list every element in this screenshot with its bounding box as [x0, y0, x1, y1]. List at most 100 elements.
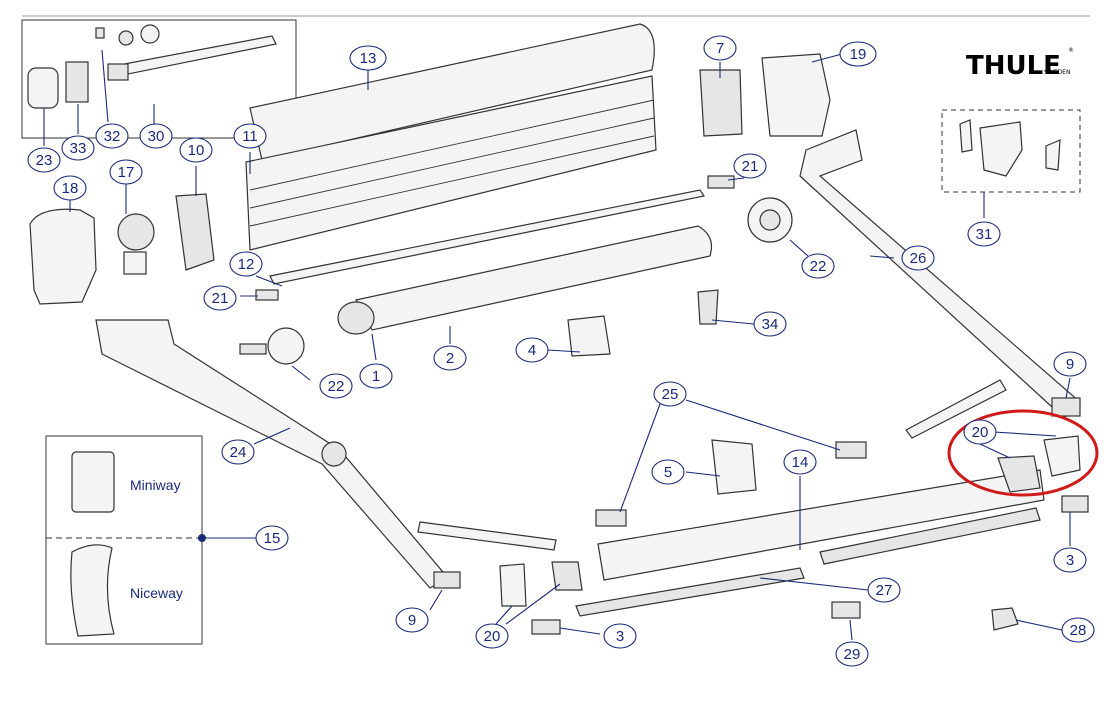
- callout-20-left: 20: [475, 623, 509, 649]
- part-25-clip-left: [595, 509, 627, 527]
- part-3-clamp-left: [531, 619, 561, 635]
- svg-text:21: 21: [742, 158, 759, 175]
- kit-box-31: [941, 109, 1081, 193]
- remote-niceway-label: Niceway: [130, 585, 183, 601]
- part-34-clip: [697, 289, 719, 325]
- svg-text:24: 24: [230, 444, 247, 461]
- svg-text:34: 34: [762, 316, 779, 333]
- callout-24: 24: [221, 439, 255, 465]
- part-13-cover: [249, 23, 655, 161]
- svg-text:14: 14: [792, 454, 809, 471]
- callout-12: 12: [229, 251, 263, 277]
- svg-text:THULE: THULE: [966, 51, 1061, 81]
- part-21-clip-right: [707, 175, 735, 189]
- callout-22-left: 22: [319, 373, 353, 399]
- svg-text:26: 26: [910, 250, 927, 267]
- svg-text:10: 10: [188, 142, 205, 159]
- part-27-rail-right: [819, 507, 1041, 565]
- callout-2: 2: [433, 345, 467, 371]
- part-22-roller-right: [747, 197, 793, 243]
- callout-34: 34: [753, 311, 787, 337]
- callout-25: 25: [653, 381, 687, 407]
- callout-31: 31: [967, 221, 1001, 247]
- part-18-endcap: [29, 208, 97, 305]
- part-22-motor-left: [239, 327, 305, 365]
- part-12-strip: [269, 189, 705, 285]
- part-7-bracket: [699, 69, 743, 137]
- svg-text:27: 27: [876, 582, 893, 599]
- part-19-cap: [761, 53, 831, 137]
- remote-miniway: [71, 451, 115, 513]
- arm-strut-right: [905, 379, 1007, 439]
- svg-text:23: 23: [36, 152, 53, 169]
- svg-text:13: 13: [360, 50, 377, 67]
- part-5-bracket: [711, 439, 757, 495]
- remote-box: [45, 435, 203, 645]
- svg-text:5: 5: [664, 464, 672, 481]
- callout-32: 32: [95, 123, 129, 149]
- part-25-clip-right: [835, 441, 867, 459]
- callout-19: 19: [839, 41, 877, 67]
- part-4-bracket: [567, 315, 611, 357]
- arm-strut-left: [417, 521, 557, 551]
- svg-text:9: 9: [1066, 356, 1074, 373]
- callout-33: 33: [61, 135, 95, 161]
- kit-parts-31: [959, 119, 1061, 177]
- callout-9-left: 9: [395, 607, 429, 633]
- svg-text:SWEDEN: SWEDEN: [1044, 69, 1070, 76]
- svg-text:28: 28: [1070, 622, 1087, 639]
- callout-21-right: 21: [733, 153, 767, 179]
- callout-20-right: 20: [963, 419, 997, 445]
- callout-15: 15: [255, 525, 289, 551]
- part-20-cap-right: [1043, 435, 1081, 477]
- svg-text:20: 20: [972, 424, 989, 441]
- callout-27: 27: [867, 577, 901, 603]
- part-3-clamp-right: [1061, 495, 1089, 513]
- callout-17: 17: [109, 159, 143, 185]
- callout-28: 28: [1061, 617, 1095, 643]
- brand-logo: THULE ® SWEDEN: [966, 47, 1074, 81]
- callout-26: 26: [901, 245, 935, 271]
- svg-text:3: 3: [616, 628, 624, 645]
- highlight-ring: [947, 409, 1099, 497]
- svg-text:29: 29: [844, 646, 861, 663]
- callout-21-left: 21: [203, 285, 237, 311]
- svg-text:3: 3: [1066, 552, 1074, 569]
- svg-text:25: 25: [662, 386, 679, 403]
- part-20-bracket-right: [997, 455, 1041, 493]
- svg-text:21: 21: [212, 290, 229, 307]
- svg-text:32: 32: [104, 128, 121, 145]
- part-21-clip-left: [255, 289, 279, 301]
- callout-22-right: 22: [801, 253, 835, 279]
- part-20-bracket-left: [551, 561, 583, 591]
- svg-text:17: 17: [118, 164, 135, 181]
- leaders: [43, 49, 1071, 641]
- part-10-gearbox: [175, 193, 215, 271]
- part-9-end-left: [433, 571, 461, 589]
- callout-1: 1: [359, 363, 393, 389]
- callout-11: 11: [233, 123, 267, 149]
- svg-text:2: 2: [446, 350, 454, 367]
- callout-23: 23: [27, 147, 61, 173]
- callout-3-right: 3: [1053, 547, 1087, 573]
- remote-niceway: [70, 544, 115, 637]
- svg-text:33: 33: [70, 140, 87, 157]
- part-20-cap-left: [499, 563, 527, 607]
- svg-text:4: 4: [528, 342, 536, 359]
- svg-text:®: ®: [1068, 47, 1074, 54]
- callout-9-right: 9: [1053, 351, 1087, 377]
- callout-14: 14: [783, 449, 817, 475]
- svg-text:20: 20: [484, 628, 501, 645]
- svg-text:12: 12: [238, 256, 255, 273]
- svg-text:1: 1: [372, 368, 380, 385]
- part-2-fabric: [355, 225, 713, 331]
- part-1-tube: [337, 301, 375, 335]
- part-28-block: [991, 607, 1019, 631]
- part-14-frontbar: [597, 469, 1045, 581]
- svg-text:9: 9: [408, 612, 416, 629]
- callout-5: 5: [651, 459, 685, 485]
- svg-text:11: 11: [242, 128, 258, 145]
- callout-7: 7: [703, 35, 737, 61]
- callout-18: 18: [53, 175, 87, 201]
